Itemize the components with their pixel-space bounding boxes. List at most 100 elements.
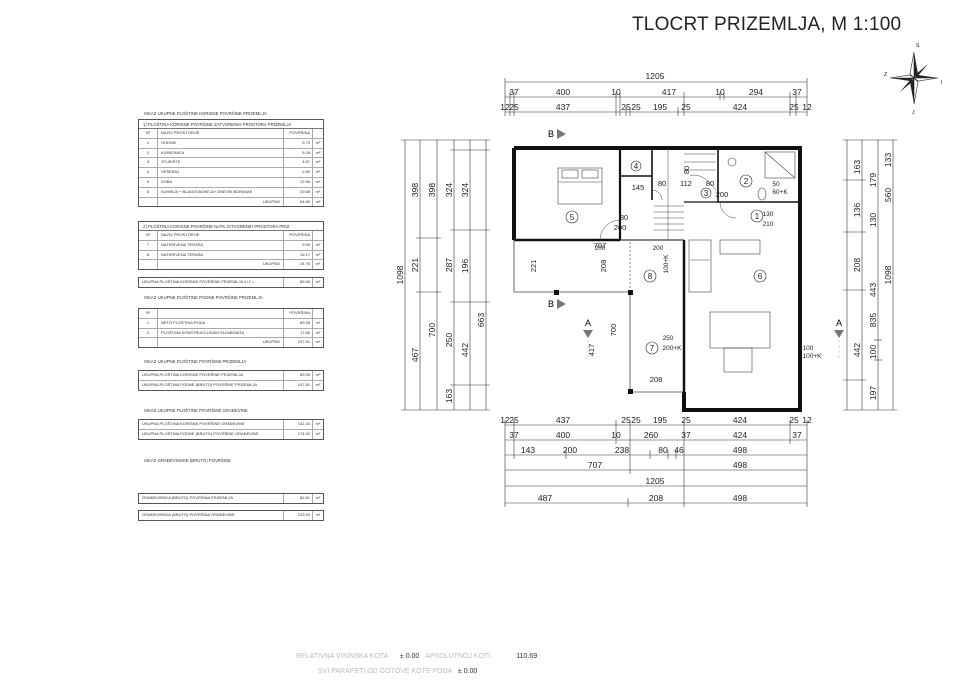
svg-text:130: 130 bbox=[868, 213, 878, 227]
section-mark-b-top: B bbox=[548, 129, 566, 139]
svg-text:25: 25 bbox=[789, 415, 799, 425]
room-2-label: 2 bbox=[739, 174, 753, 188]
svg-text:100: 100 bbox=[803, 345, 814, 352]
svg-text:25: 25 bbox=[631, 102, 641, 112]
svg-text:221: 221 bbox=[410, 258, 420, 272]
svg-text:133: 133 bbox=[883, 153, 893, 167]
svg-text:37: 37 bbox=[509, 87, 519, 97]
room-4-label: 4 bbox=[630, 160, 642, 172]
table-section: 1) PLOŠTINA KORISNE POVRŠINE ZATVORENIH … bbox=[139, 120, 323, 129]
svg-text:80: 80 bbox=[706, 179, 714, 188]
svg-text:12: 12 bbox=[802, 415, 812, 425]
svg-text:100: 100 bbox=[868, 345, 878, 359]
svg-text:287: 287 bbox=[444, 258, 454, 272]
interior-dimensions: 200 80 145 80 112 80 200 80 50 60+K 130 … bbox=[529, 166, 822, 384]
svg-text:835: 835 bbox=[868, 313, 878, 327]
svg-text:398: 398 bbox=[410, 183, 420, 197]
footer-elevation: RELATIVNA VISINSKA KOTA ± 0.00 APSOLUTNO… bbox=[296, 653, 538, 660]
svg-text:143: 143 bbox=[521, 445, 535, 455]
svg-text:37: 37 bbox=[509, 430, 519, 440]
svg-text:663: 663 bbox=[476, 313, 486, 327]
svg-text:197: 197 bbox=[868, 386, 878, 400]
svg-text:25: 25 bbox=[631, 415, 641, 425]
svg-text:25: 25 bbox=[681, 102, 691, 112]
svg-text:424: 424 bbox=[733, 415, 747, 425]
compass-s: S bbox=[916, 43, 920, 49]
building-walls bbox=[512, 146, 802, 412]
compass-z: Z bbox=[884, 72, 887, 78]
svg-text:195: 195 bbox=[653, 415, 667, 425]
dim-left-overall: 1098 bbox=[395, 265, 405, 284]
drawing-title: TLOCRT PRIZEMLJA, M 1:100 bbox=[632, 14, 902, 35]
table-row: UKUPNA PLOŠTINA PODNE (BRUTO) POVRŠINE P… bbox=[139, 380, 323, 390]
dim-bottom-overall: 1205 bbox=[646, 476, 665, 486]
svg-text:37: 37 bbox=[681, 430, 691, 440]
svg-text:4: 4 bbox=[634, 162, 639, 171]
svg-text:260: 260 bbox=[644, 430, 658, 440]
table-covered-area: 2) PLOŠTINA KORISNE POVRŠINE NATK./OTVOR… bbox=[138, 218, 324, 271]
svg-text:46: 46 bbox=[674, 445, 684, 455]
svg-text:145: 145 bbox=[632, 183, 645, 192]
svg-text:200+K: 200+K bbox=[663, 345, 683, 352]
svg-text:1: 1 bbox=[755, 212, 760, 221]
svg-text:208: 208 bbox=[852, 258, 862, 272]
right-dimension-lines bbox=[843, 139, 897, 411]
svg-text:417: 417 bbox=[587, 344, 596, 357]
table-total-usable: UKUPNA PLOŠTINA KORISNE POVRŠINE PRIZEML… bbox=[138, 274, 324, 288]
svg-text:560: 560 bbox=[883, 188, 893, 202]
svg-text:324: 324 bbox=[460, 183, 470, 197]
top-dimension-lines bbox=[504, 78, 808, 116]
svg-text:25: 25 bbox=[789, 102, 799, 112]
section-marks: A A B B bbox=[548, 129, 844, 360]
room-7-label: 7 bbox=[645, 341, 659, 355]
svg-text:498: 498 bbox=[733, 460, 747, 470]
svg-text:700: 700 bbox=[427, 323, 437, 337]
svg-text:80: 80 bbox=[620, 213, 628, 222]
svg-text:437: 437 bbox=[556, 415, 570, 425]
svg-text:400: 400 bbox=[556, 430, 570, 440]
table-caption: ISKAZ GRAĐEVINSKE (BRUTO) POVRŠINE bbox=[144, 458, 232, 463]
svg-text:294: 294 bbox=[749, 87, 763, 97]
svg-text:8: 8 bbox=[648, 272, 653, 281]
svg-text:467: 467 bbox=[410, 348, 420, 362]
svg-text:417: 417 bbox=[662, 87, 676, 97]
table-floor-area: ISKAZ UKUPNE PLOŠTINE PODNE POVRŠINE PRI… bbox=[138, 295, 324, 349]
svg-text:707: 707 bbox=[588, 460, 602, 470]
svg-text:250: 250 bbox=[444, 333, 454, 347]
svg-text:443: 443 bbox=[868, 283, 878, 297]
svg-text:50: 50 bbox=[772, 181, 780, 188]
table-row: UKUPNA PLOŠTINA KORISNE POVRŠINE GRAĐEVI… bbox=[139, 420, 323, 430]
svg-text:424: 424 bbox=[733, 102, 747, 112]
north-arrow-icon: S Z I J bbox=[884, 43, 942, 116]
bottom-dimension-text: 12 25 437 25 25 195 25 424 25 12 37 400 … bbox=[500, 415, 812, 503]
svg-text:2: 2 bbox=[744, 177, 749, 186]
svg-text:25: 25 bbox=[509, 102, 519, 112]
table-section: 2) PLOŠTINA KORISNE POVRŠINE NATK./OTVOR… bbox=[139, 222, 323, 231]
right-dimension-text: 163 136 208 443 442 197 179 130 835 100 … bbox=[852, 153, 893, 400]
svg-text:A: A bbox=[585, 318, 591, 328]
svg-text:424: 424 bbox=[733, 430, 747, 440]
svg-text:130: 130 bbox=[763, 211, 774, 218]
footer-parapets: SVI PARAPETI OD GOTOVE KOTE PODA ± 0.00 bbox=[318, 668, 478, 675]
svg-text:487: 487 bbox=[538, 493, 552, 503]
svg-text:196: 196 bbox=[460, 259, 470, 273]
svg-text:25: 25 bbox=[621, 102, 631, 112]
svg-text:7: 7 bbox=[650, 344, 655, 353]
table-row: UKUPNA PLOŠTINA PODNE (BRUTO) POVRŠINE G… bbox=[139, 429, 323, 439]
svg-text:100+K: 100+K bbox=[803, 353, 823, 360]
svg-text:400: 400 bbox=[556, 87, 570, 97]
svg-text:25: 25 bbox=[681, 415, 691, 425]
left-dimension-lines bbox=[401, 139, 490, 411]
